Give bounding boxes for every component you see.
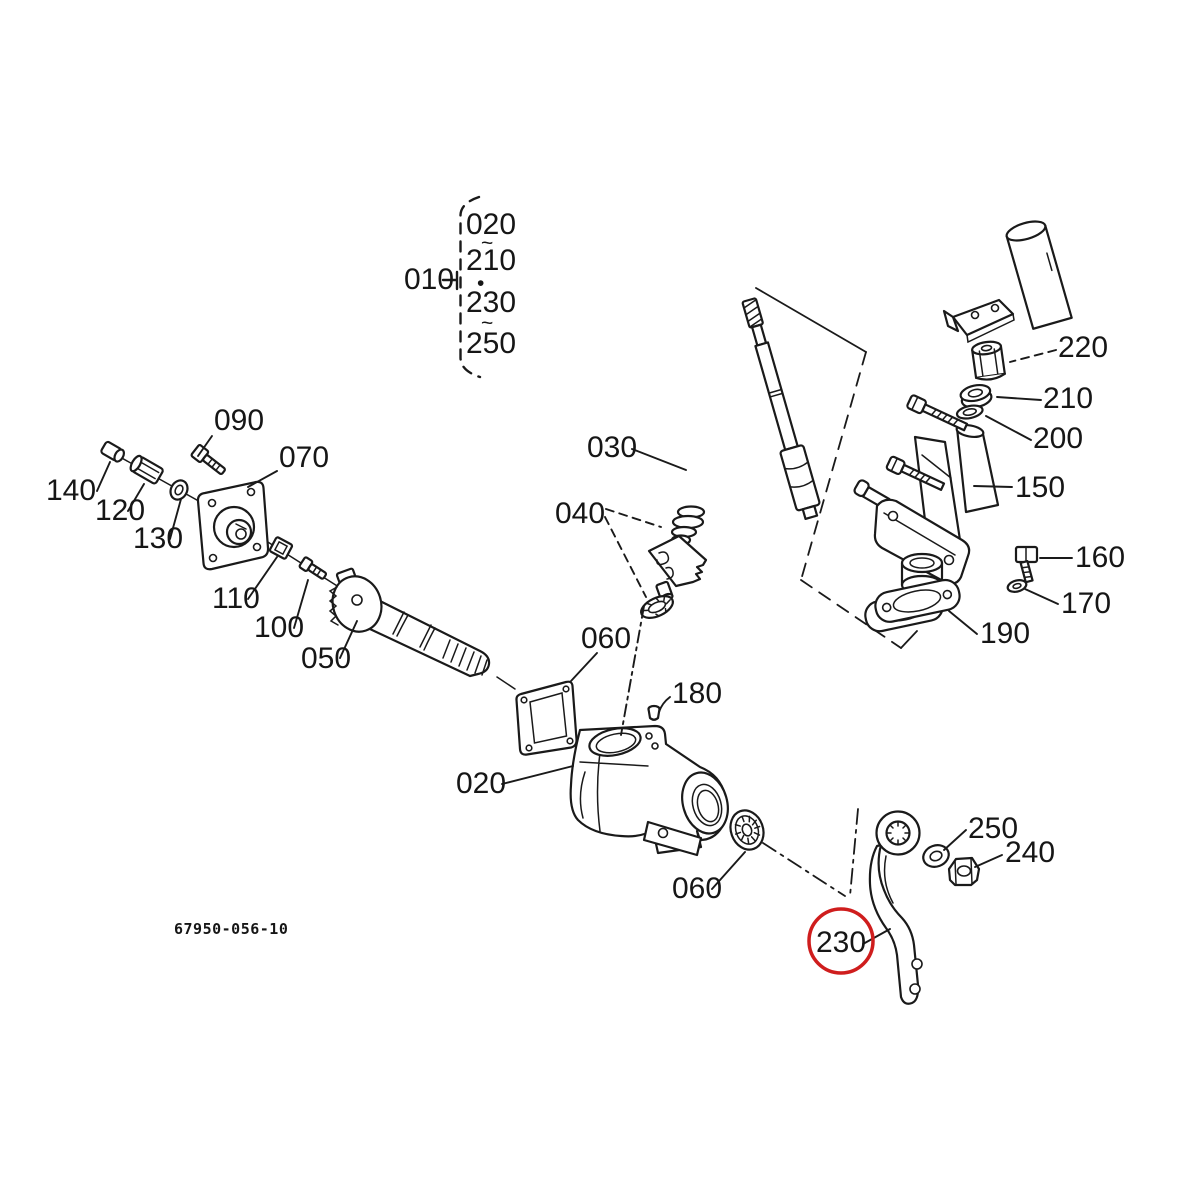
- part-column-tube: [1005, 220, 1073, 330]
- part-label-060-seal: 060: [672, 872, 722, 905]
- part-label-070: 070: [279, 441, 329, 474]
- part-labels: 090 070 140 120 130 110 100 050 030 040 …: [46, 331, 1125, 959]
- part-label-120: 120: [95, 494, 145, 527]
- drawing-number: 67950-056-10: [174, 920, 288, 938]
- part-key-110: [268, 536, 294, 560]
- part-bushing-120: [129, 454, 164, 485]
- part-bolt-100: [298, 556, 328, 580]
- part-label-150: 150: [1015, 471, 1065, 504]
- part-side-cover-070: [196, 480, 270, 571]
- part-bolt-090: [190, 444, 226, 476]
- part-oil-seal-060: [729, 809, 765, 851]
- part-bolt-160: [1014, 545, 1039, 584]
- part-pitman-arm-230: [868, 810, 923, 1005]
- group-callout-item: 210: [466, 244, 516, 277]
- part-flange-190: [874, 578, 961, 623]
- part-washer-170: [1006, 579, 1028, 593]
- group-callout-item: 230: [466, 286, 516, 319]
- part-label-050: 050: [301, 642, 351, 675]
- part-label-140: 140: [46, 474, 96, 507]
- part-column-assembly-150: [853, 394, 1000, 596]
- part-label-250: 250: [968, 812, 1018, 845]
- part-label-220: 220: [1058, 331, 1108, 364]
- part-gasket-060: [515, 680, 578, 756]
- part-label-210: 210: [1043, 382, 1093, 415]
- part-bushing-210: [959, 383, 993, 409]
- part-cap-nut-140: [100, 440, 126, 463]
- part-label-040: 040: [555, 497, 605, 530]
- part-column-bracket-plate: [942, 298, 1015, 344]
- group-callout-separator: •: [477, 272, 484, 295]
- part-label-180: 180: [672, 677, 722, 710]
- part-label-020: 020: [456, 767, 506, 800]
- part-label-030: 030: [587, 431, 637, 464]
- part-label-230-highlighted: 230: [816, 926, 866, 959]
- part-label-170: 170: [1061, 587, 1111, 620]
- part-washer-250: [922, 844, 950, 868]
- part-label-190: 190: [980, 617, 1030, 650]
- part-bearing-040: [640, 595, 674, 619]
- part-label-200: 200: [1033, 422, 1083, 455]
- part-plug-180: [647, 704, 661, 721]
- highlight-circle: [807, 907, 875, 975]
- part-ball-nut-040: [647, 534, 708, 603]
- part-steering-worm-shaft-030: [741, 297, 821, 520]
- part-label-090: 090: [214, 404, 264, 437]
- part-label-110: 110: [212, 582, 260, 615]
- part-label-100: 100: [254, 611, 304, 644]
- part-nut-240: [947, 856, 981, 887]
- part-label-130: 130: [133, 522, 183, 555]
- part-ring-130: [169, 479, 189, 501]
- part-sector-shaft-050: [328, 567, 491, 678]
- part-gear-housing-020: [569, 724, 729, 857]
- group-callout-separator: ~: [481, 312, 493, 335]
- group-callout-separator: ~: [481, 232, 493, 255]
- group-callout-item: 020: [466, 208, 516, 241]
- part-label-160: 160: [1075, 541, 1125, 574]
- part-label-240: 240: [1005, 836, 1055, 869]
- group-callout-item: 250: [466, 327, 516, 360]
- part-label-060: 060: [581, 622, 631, 655]
- group-callout: 010 020 ~ 210 • 230 ~ 250: [404, 195, 516, 379]
- leader-lines: [96, 349, 1073, 945]
- group-callout-label: 010: [404, 263, 454, 296]
- part-washer-200: [955, 404, 984, 420]
- part-coupling-bushing-220: [971, 340, 1006, 381]
